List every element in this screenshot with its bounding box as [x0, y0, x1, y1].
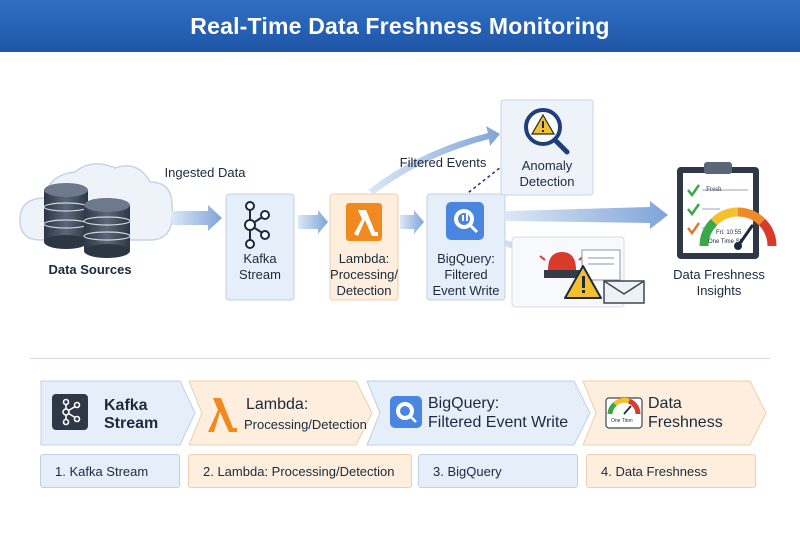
gauge-caption-text: One Time St.	[708, 239, 744, 245]
section-divider	[30, 358, 770, 359]
kafka-line2: Stream	[239, 267, 281, 282]
flow-arrows	[172, 126, 668, 264]
freshness-insights-node[interactable]: Data Freshness Insights	[660, 267, 778, 299]
magnifier-warning-icon	[524, 108, 570, 155]
data-sources-label: Data Sources	[48, 262, 132, 277]
filtered-events-label: Filtered Events	[399, 155, 487, 170]
chevron-step-lambda[interactable]: Lambda: Processing/Detection	[188, 380, 374, 446]
step-label-kafka[interactable]: 1. Kafka Stream	[40, 454, 180, 488]
step-label-bigquery[interactable]: 3. BigQuery	[418, 454, 578, 488]
insights-line2: Insights	[696, 283, 742, 298]
bigquery-line2: Filtered	[444, 267, 488, 282]
page-title: Real-Time Data Freshness Monitoring	[190, 12, 610, 39]
anomaly-line1: Anomaly	[521, 158, 573, 173]
chevron-bigquery-line1: BigQuery:	[428, 395, 500, 412]
kafka-stream-node[interactable]: Kafka Stream	[226, 251, 294, 283]
siren-icon	[539, 252, 585, 278]
anomaly-detection-node[interactable]: Anomaly Detection	[501, 158, 593, 190]
chevron-freshness-line1: Data	[648, 395, 682, 412]
kafka-icon	[52, 394, 88, 430]
chevron-gauge-text: One Titon	[611, 418, 633, 424]
lambda-node[interactable]: Lambda: Processing/ Detection	[326, 251, 402, 299]
chevron-lambda-line1: Lambda:	[246, 396, 309, 413]
chevron-kafka-line2: Stream	[104, 415, 159, 432]
lambda-icon	[208, 398, 237, 432]
kafka-icon	[244, 201, 270, 249]
chevron-kafka-line1: Kafka	[104, 397, 148, 414]
clipboard-fresh-text: Fresh	[706, 185, 722, 193]
lambda-icon	[346, 203, 382, 241]
step-label-freshness[interactable]: 4. Data Freshness	[586, 454, 756, 488]
bigquery-icon	[390, 396, 422, 428]
gauge-icon	[605, 397, 643, 429]
flow-diagram	[19, 99, 777, 308]
chevron-bigquery-line2: Filtered Event Write	[428, 414, 569, 431]
bigquery-node[interactable]: BigQuery: Filtered Event Write	[424, 251, 508, 299]
envelope-icon	[603, 280, 645, 304]
chevron-step-freshness[interactable]: One Titon Data Freshness	[582, 380, 768, 446]
kafka-line1: Kafka	[243, 251, 277, 266]
chevron-step-kafka[interactable]: Kafka Stream	[40, 380, 196, 446]
title-bar: Real-Time Data Freshness Monitoring	[0, 0, 800, 52]
chevron-lambda-line2: Processing/Detection	[244, 417, 367, 432]
ingested-data-label: Ingested Data	[164, 165, 246, 180]
step-label-lambda[interactable]: 2. Lambda: Processing/Detection	[188, 454, 412, 488]
gauge-icon	[699, 207, 777, 250]
warning-icon	[564, 265, 602, 299]
bigquery-icon	[446, 202, 484, 240]
database-icon	[43, 183, 131, 258]
chevron-freshness-line2: Freshness	[648, 414, 723, 431]
bigquery-line3: Event Write	[432, 283, 500, 298]
bigquery-line1: BigQuery:	[437, 251, 495, 266]
lambda-line3: Detection	[336, 283, 392, 298]
chevron-step-bigquery[interactable]: BigQuery: Filtered Event Write	[366, 380, 592, 446]
lambda-line2: Processing/	[330, 267, 398, 282]
gauge-time-text: Fri: 10:55	[716, 230, 742, 236]
lambda-line1: Lambda:	[338, 251, 390, 266]
anomaly-line2: Detection	[519, 174, 575, 189]
insights-line1: Data Freshness	[673, 267, 765, 282]
